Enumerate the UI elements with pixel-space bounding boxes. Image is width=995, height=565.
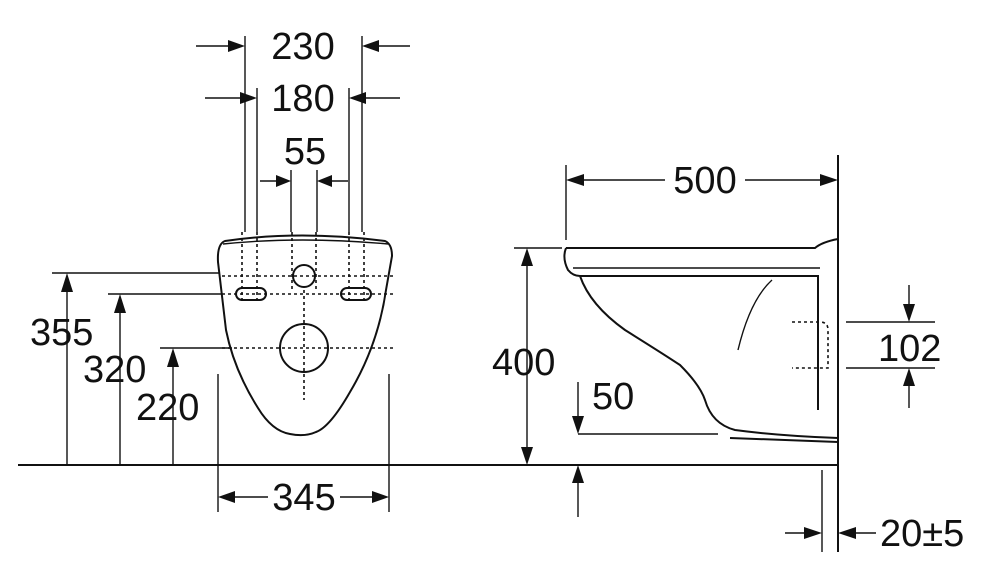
dim-label-400: 400	[492, 342, 555, 384]
front-bowl-outline	[216, 234, 394, 437]
side-bowl-outline	[563, 238, 839, 439]
front-view: 230 180 55 355 320 220	[30, 26, 410, 519]
front-rim-line	[222, 239, 389, 245]
side-view: 500 400 50 102 20±5	[492, 155, 964, 555]
dim-label-320: 320	[83, 349, 146, 391]
dim-label-55: 55	[284, 131, 326, 173]
bowl-inner-curve	[737, 279, 773, 351]
dim-label-355: 355	[30, 312, 93, 354]
mounting-slot-right	[340, 287, 372, 301]
dim-label-50: 50	[592, 376, 634, 418]
dim-label-220: 220	[136, 387, 199, 429]
dim-label-500: 500	[673, 160, 736, 202]
dim-label-102: 102	[878, 328, 941, 370]
dim-label-20-5: 20±5	[880, 513, 964, 555]
dim-label-230: 230	[271, 26, 334, 68]
dim-label-345: 345	[272, 477, 335, 519]
outlet-hole	[279, 323, 329, 373]
dim-label-180: 180	[271, 78, 334, 120]
